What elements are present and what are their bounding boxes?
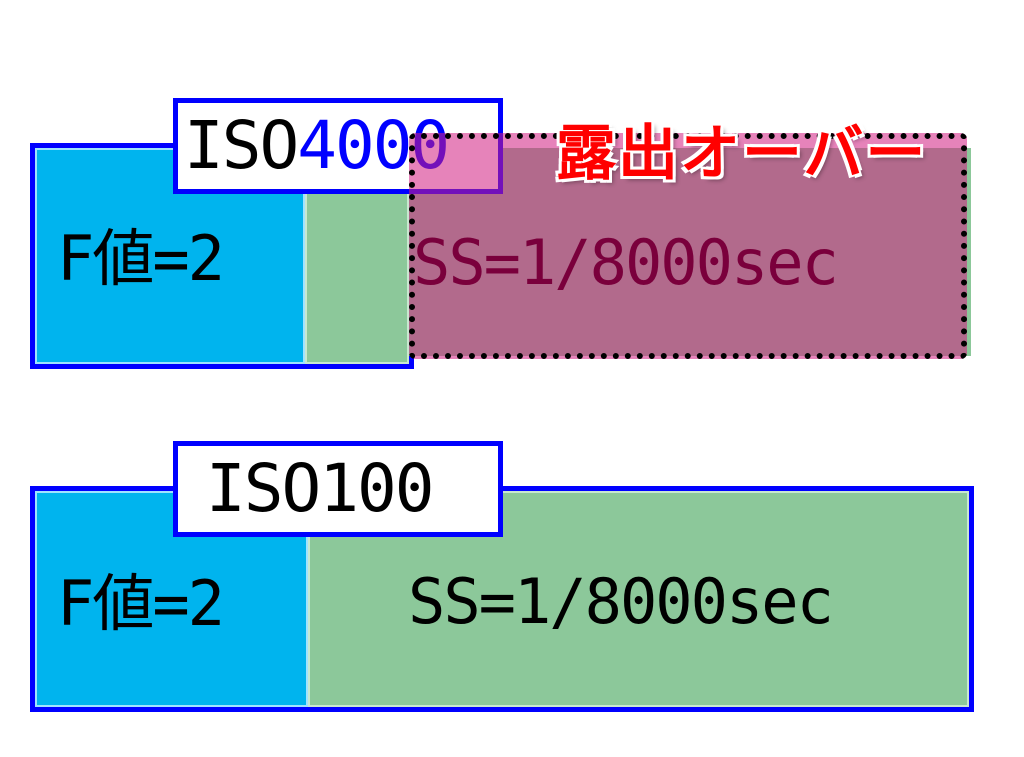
overexposure-region: [409, 133, 967, 359]
top-exposure-box: F値=2: [30, 143, 414, 369]
bottom-iso-value: 100: [319, 450, 434, 527]
bottom-exposure-box: F値=2 SS=1/8000sec: [30, 486, 974, 712]
top-shutter-speed-label: SS=1/8000sec: [413, 226, 839, 299]
top-f-value-label: F値=2: [57, 222, 225, 295]
bottom-f-value-label: F値=2: [57, 567, 225, 640]
bottom-iso-word: ISO: [206, 450, 321, 527]
bottom-iso-tag: ISO 100: [173, 441, 503, 537]
overexposure-label: 露出オーバー: [556, 119, 928, 189]
top-iso-word: ISO: [184, 107, 299, 184]
bottom-shutter-speed-label: SS=1/8000sec: [408, 565, 834, 638]
bottom-shutter-segment: SS=1/8000sec: [308, 491, 969, 707]
top-aperture-segment: F値=2: [35, 148, 305, 364]
